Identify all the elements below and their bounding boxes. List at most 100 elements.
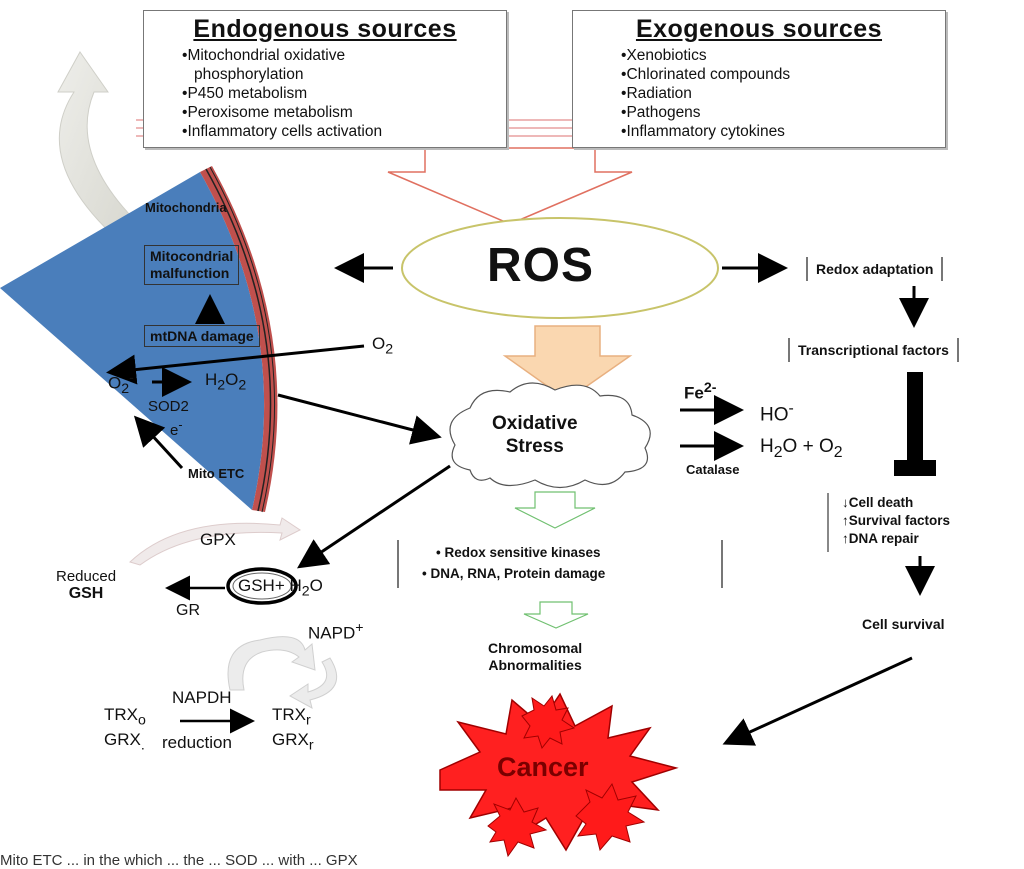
- reduced-text: Reduced: [56, 568, 117, 585]
- list-item: P450 metabolism: [182, 84, 506, 103]
- redox-kinases-text: Redox sensitive kinases: [444, 545, 601, 560]
- list-item: Inflammatory cytokines: [621, 122, 945, 141]
- reduced-gsh-label: Reduced GSH: [56, 568, 116, 602]
- trx-grx-oxidized-label: TRXo GRX.: [104, 705, 146, 754]
- cell-death-text: Cell death: [848, 495, 914, 510]
- electron-text: e: [170, 422, 179, 439]
- redox-kinases-label: • Redox sensitive kinases: [436, 545, 601, 560]
- malfunction-line2: malfunction: [150, 265, 230, 281]
- oxidative-line: Oxidative: [492, 413, 578, 434]
- h2o2-h: H: [205, 370, 218, 389]
- napd-recycle-arrow-icon: [227, 636, 316, 691]
- mitochondria-wedge: [0, 172, 265, 510]
- cancer-label: Cancer: [497, 752, 589, 782]
- endogenous-title: Endogenous sources: [193, 15, 457, 43]
- chromosomal-label: Chromosomal Abnormalities: [488, 640, 582, 674]
- trx-o-text: TRX: [104, 705, 138, 724]
- dna-repair-text: DNA repair: [848, 531, 919, 546]
- gpx-label: GPX: [200, 530, 236, 549]
- fe-sup: 2-: [703, 380, 717, 396]
- reduced-gsh-text: GSH: [68, 585, 104, 602]
- gsh-h2o-o: O: [309, 576, 323, 595]
- list-item: Inflammatory cells activation: [182, 122, 506, 141]
- sources-to-ros-arrow-icon: [387, 147, 633, 225]
- electron-label: e-: [170, 418, 183, 439]
- ros-label: ROS: [487, 239, 595, 292]
- endogenous-sources-box: Endogenous sources Mitochondrial oxidati…: [143, 10, 507, 148]
- mtdna-damage-box: mtDNA damage: [144, 325, 260, 347]
- survival-factors-line: ↑Survival factors: [842, 513, 951, 528]
- list-item: Peroxisome metabolism: [182, 103, 506, 122]
- mitochondria-title: Mitochondria: [145, 200, 227, 215]
- stress-line: Stress: [505, 436, 564, 457]
- fe-text: Fe: [684, 383, 704, 403]
- superoxide-text: O: [108, 373, 122, 393]
- list-item: Chlorinated compounds: [621, 65, 945, 84]
- oxidative-stress-label: Oxidative Stress: [492, 412, 578, 458]
- cancer-burst-small-1: [521, 694, 576, 750]
- ros-ellipse: [401, 217, 719, 319]
- cell-survival-label: Cell survival: [862, 616, 945, 632]
- feedback-curved-arrow-icon: [57, 51, 131, 241]
- o2-text: O: [372, 334, 386, 353]
- redox-adaptation-label: Redox adaptation: [806, 257, 944, 281]
- napd-text: NAPD: [308, 623, 356, 643]
- dna-damage-text: DNA, RNA, Protein damage: [430, 566, 606, 581]
- mito-etc-label: Mito ETC: [188, 466, 245, 481]
- mito-malfunction-box: Mitocondrial malfunction: [144, 245, 240, 285]
- dna-damage-label: • DNA, RNA, Protein damage: [422, 566, 606, 581]
- reduction-label: reduction: [162, 733, 232, 752]
- cancer-burst-small-3: [575, 782, 646, 852]
- list-item: phosphorylation: [194, 66, 304, 83]
- gsh-circle: [226, 567, 298, 605]
- list-item: Xenobiotics: [621, 46, 945, 65]
- endogenous-list: Mitochondrial oxidative phosphorylation …: [182, 46, 506, 141]
- cell-death-line: ↓Cell death: [842, 495, 914, 510]
- napdh-label: NAPDH: [172, 688, 232, 707]
- gsh-label: GSH+ H2O: [238, 576, 323, 600]
- caption-fragment: Mito ETC ... in the which ... the ... SO…: [0, 852, 358, 869]
- oxidative-stress-cloud: [449, 382, 651, 489]
- malfunction-line1: Mitocondrial: [150, 248, 234, 264]
- water-rest: O + O: [782, 436, 834, 457]
- gsh-text: GSH: [238, 576, 275, 595]
- water-h: H: [760, 436, 774, 457]
- napd-sup: +: [355, 620, 364, 636]
- hydroxyl-label: HO-: [760, 400, 794, 426]
- damage-to-chromosomal-arrow-icon: [523, 601, 589, 629]
- trx-r-text: TRX: [272, 705, 306, 724]
- survival-factors-text: Survival factors: [848, 513, 951, 528]
- inhibition-head: [894, 460, 936, 476]
- catalase-label: Catalase: [686, 462, 740, 477]
- napd-label: NAPD+: [308, 620, 364, 644]
- h2o2-o: O: [225, 370, 239, 389]
- sod2-label: SOD2: [148, 398, 189, 415]
- cancer-burst-small-2: [487, 796, 548, 858]
- ros-to-stress-arrow-icon: [502, 325, 633, 401]
- grx-o-text: GRX: [104, 730, 141, 750]
- list-item: Pathogens: [621, 103, 945, 122]
- o2-label: O2: [372, 334, 394, 358]
- exogenous-title: Exogenous sources: [635, 15, 883, 43]
- water-oxygen-label: H2O + O2: [760, 436, 843, 461]
- mitochondria-membrane: [200, 166, 278, 512]
- gpx-curved-arrow-icon: [129, 517, 301, 566]
- superoxide-label: O2-: [108, 370, 134, 398]
- list-item: Radiation: [621, 84, 945, 103]
- chromosomal-line2: Abnormalities: [488, 657, 582, 673]
- chromosomal-line1: Chromosomal: [488, 640, 583, 656]
- h2o2-label: H2O2: [205, 370, 247, 394]
- hydroxyl-sup: -: [788, 400, 794, 417]
- trx-grx-reduced-label: TRXr GRXr: [272, 705, 314, 754]
- transcriptional-factors-label: Transcriptional factors: [788, 338, 959, 362]
- gr-label: GR: [176, 602, 200, 619]
- exogenous-list: Xenobiotics Chlorinated compounds Radiat…: [621, 46, 945, 141]
- cell-death-label: ↓Cell death ↑Survival factors ↑DNA repai…: [842, 494, 950, 548]
- dna-repair-line: ↑DNA repair: [842, 531, 919, 546]
- inhibition-bar: [907, 372, 923, 464]
- gsh-plus-h2o: + H: [274, 576, 302, 595]
- stress-to-damage-arrow-icon: [514, 491, 596, 529]
- exogenous-sources-box: Exogenous sources Xenobiotics Chlorinate…: [572, 10, 946, 148]
- hydroxyl-text: HO: [760, 404, 789, 426]
